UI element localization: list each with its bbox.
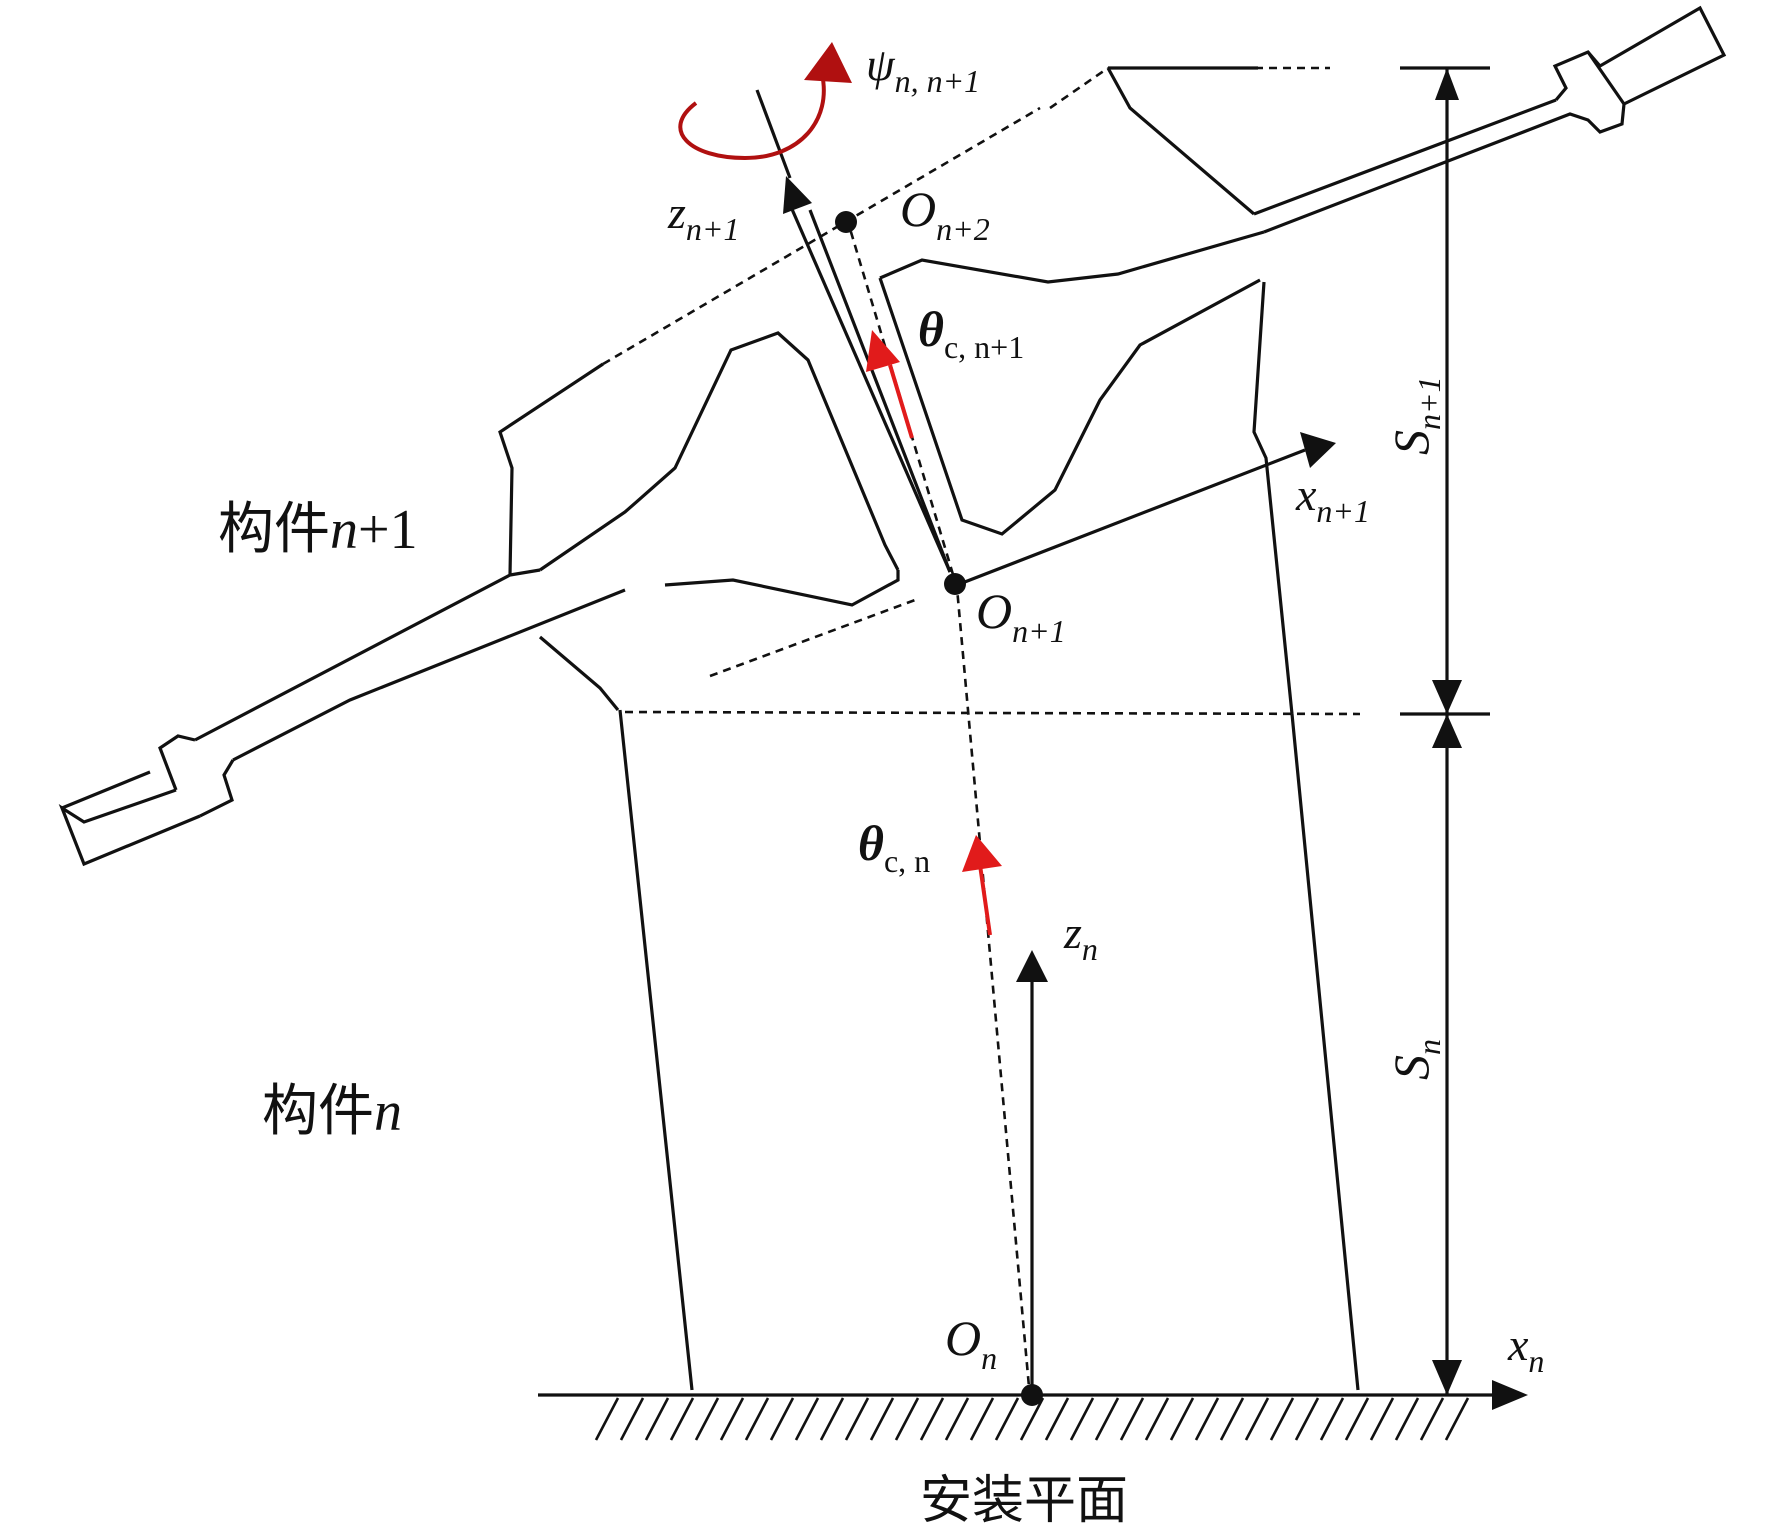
theta-c-n1-vector: [866, 330, 914, 439]
z-n-arrowhead: [1016, 950, 1048, 982]
dimension-lines: [1400, 66, 1490, 1395]
curved-rotation-arrow-icon: [678, 42, 852, 161]
link-line-n1: [846, 221, 959, 589]
label-S-n1: Sn+1: [1383, 376, 1447, 455]
point-O-n1: [944, 573, 966, 595]
label-O-n2: On+2: [900, 181, 990, 247]
label-S-n: Sn: [1383, 1039, 1447, 1080]
z-n1-axis-extension: [755, 89, 792, 179]
label-z-n: zn: [1063, 907, 1098, 967]
label-x-n1: xn+1: [1295, 469, 1370, 529]
z-n1-axis: [786, 199, 952, 573]
point-O-n: [1021, 1384, 1043, 1406]
dashed-guides: [602, 66, 1361, 1399]
x-n1-axis: [956, 448, 1306, 587]
label-theta-c-n1: θc, n+1: [918, 301, 1024, 365]
label-O-n1: On+1: [976, 583, 1066, 649]
axes: [538, 89, 1528, 1410]
theta-c-n-vector: [962, 835, 1002, 936]
x-n1-arrowhead: [1300, 432, 1336, 468]
label-z-n1: zn+1: [667, 187, 740, 247]
point-O-n2: [835, 211, 857, 233]
label-mount-plane: 安装平面: [920, 1471, 1128, 1524]
label-member-n1: 构件n+1: [218, 497, 418, 562]
label-psi: ψn, n+1: [866, 39, 980, 99]
x-n-arrowhead: [1492, 1380, 1528, 1410]
member-n-outline: [618, 709, 1360, 1391]
z-n1-arrowhead: [783, 176, 812, 214]
hatched-ground-icon: [594, 1397, 1470, 1441]
label-O-n: On: [945, 1310, 997, 1376]
label-theta-c-n: θc, n: [858, 815, 930, 879]
link-line-n: [955, 587, 1032, 1399]
label-member-n: 构件n: [262, 1079, 402, 1144]
label-x-n: xn: [1507, 1319, 1544, 1379]
member-n1-outline: [58, 5, 1727, 867]
